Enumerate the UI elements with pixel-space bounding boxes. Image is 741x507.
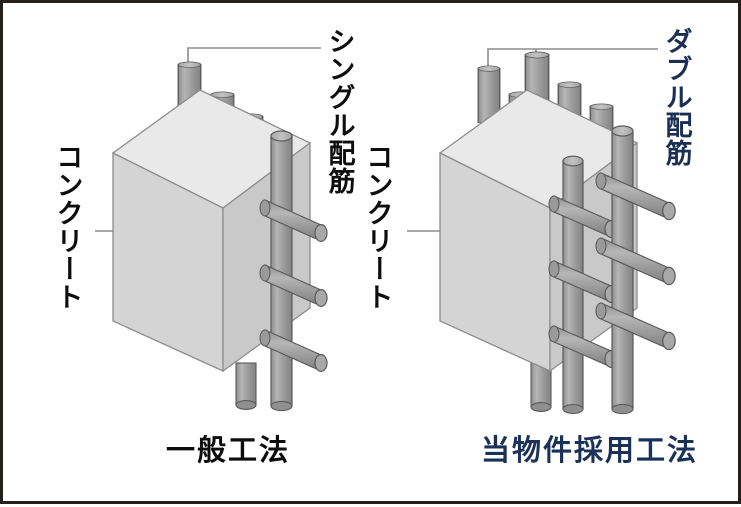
label-concrete-left: コンクリート <box>52 143 83 311</box>
panel-right <box>407 48 676 415</box>
label-single-rebar: シングル配筋 <box>324 27 355 195</box>
leader-line-double-rebar <box>487 48 658 78</box>
vertical-rebars-below-right <box>530 362 552 412</box>
label-double-rebar: ダブル配筋 <box>661 27 692 167</box>
horizontal-rebars-left <box>259 199 328 373</box>
panel-left <box>95 47 328 412</box>
rebar-comparison-diagram <box>95 47 676 415</box>
caption-adopted-method: 当物件採用工法 <box>481 435 699 467</box>
label-concrete-right: コンクリート <box>362 143 393 311</box>
horizontal-rebars-outer-right <box>595 172 676 351</box>
horizontal-rebars-inner-right <box>548 195 618 369</box>
caption-general-method: 一般工法 <box>166 435 291 467</box>
vertical-rebar-outer-right <box>611 125 634 415</box>
leader-line-single-rebar <box>187 47 321 75</box>
vertical-rebars-below-left <box>235 362 257 410</box>
